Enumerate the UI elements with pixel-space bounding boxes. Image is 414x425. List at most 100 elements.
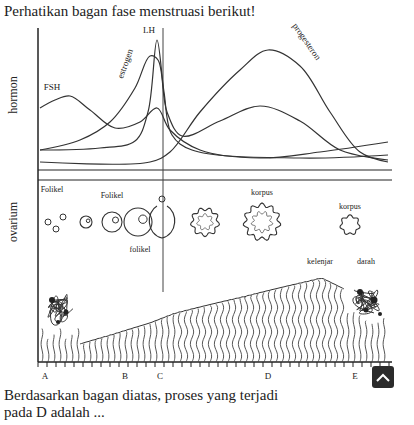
uterine-gland (190, 310, 193, 362)
uterine-gland (184, 311, 187, 362)
uterine-gland (383, 318, 385, 362)
axis-tick (200, 362, 201, 367)
shedding-tissue (48, 294, 73, 325)
hormone-baseline (38, 170, 392, 171)
stage-label: korpus (250, 189, 274, 198)
uterine-gland (328, 283, 331, 362)
uterine-gland (250, 296, 253, 362)
uterine-gland (238, 298, 241, 362)
uterine-gland (286, 287, 289, 362)
axis-tick (83, 362, 84, 367)
endometrium-surface (80, 278, 344, 343)
phase-letter: A (41, 372, 50, 382)
blood-drop (371, 297, 378, 304)
axis-tick (92, 362, 93, 367)
uterine-gland (340, 289, 343, 362)
ovary-row (45, 196, 360, 240)
lh-curve (40, 40, 388, 158)
axis-tick (182, 362, 183, 367)
uterine-gland (196, 308, 199, 362)
stage-label: folikel (129, 246, 152, 255)
axis-tick (371, 362, 372, 367)
stage-label: Folikel (100, 192, 125, 201)
uterine-gland (53, 335, 55, 362)
axis-tick (344, 362, 345, 367)
uterine-gland (359, 316, 361, 362)
phase-letter: C (156, 372, 164, 382)
uterine-gland (137, 328, 139, 362)
corpus-fold (251, 212, 273, 233)
released-ovum (159, 196, 165, 202)
uterine-gland (347, 313, 349, 362)
uterine-gland (274, 290, 277, 362)
title: Perhatikan bagan fase menstruasi berikut… (4, 3, 256, 20)
uterine-gland (71, 335, 73, 362)
phase-letter: B (121, 372, 129, 382)
uterine-gland (65, 339, 67, 362)
axis-tick (191, 362, 192, 367)
uterine-gland (226, 301, 229, 362)
axis-tick (101, 362, 102, 367)
uterine-gland (149, 324, 151, 362)
axis-tick (317, 362, 318, 367)
progesteron-curve (40, 50, 388, 164)
uterine-gland (41, 329, 43, 362)
uterine-gland (292, 285, 295, 362)
uterine-gland (131, 329, 133, 362)
oocyte (139, 215, 147, 223)
corpus-luteum (243, 203, 280, 240)
uterine-gland (280, 288, 283, 362)
axis-tick (146, 362, 147, 367)
primary-follicle (60, 214, 66, 220)
time-axis (38, 361, 392, 363)
phase-letter: D (264, 372, 273, 382)
axis-tick (119, 362, 120, 367)
growing-follicle (102, 212, 122, 232)
uterine-gland (47, 339, 49, 362)
axis-tick (155, 362, 156, 367)
axis-tick (263, 362, 264, 367)
axis-tick (218, 362, 219, 367)
oocyte (113, 217, 119, 223)
primary-follicle (45, 219, 51, 225)
oocyte (86, 219, 90, 223)
hormone-name: FSH (43, 83, 62, 93)
uterine-gland (143, 326, 145, 362)
uterine-gland (107, 337, 109, 362)
axis-tick (299, 362, 300, 367)
axis-tick (110, 362, 111, 367)
axis-tick (290, 362, 291, 367)
ovulating-follicle (149, 206, 174, 238)
axis-tick (38, 362, 39, 367)
axis-tick (272, 362, 273, 367)
axis-title: hormon (7, 75, 20, 114)
axis-tick (164, 362, 165, 367)
axis-tick (209, 362, 210, 367)
phase-letter: E (351, 372, 359, 382)
uterine-gland (304, 283, 307, 362)
uterine-gland (377, 323, 379, 362)
axis-tick (353, 362, 354, 367)
endometrium (41, 278, 385, 362)
axis-tick (236, 362, 237, 367)
shedding-tissue (353, 297, 379, 314)
growing-follicle (80, 216, 92, 228)
uterine-gland (316, 280, 319, 362)
ovulation-line (163, 28, 164, 292)
uterine-gland (208, 306, 211, 362)
axis-tick (326, 362, 327, 367)
uterine-gland (84, 344, 85, 362)
axis-tick (56, 362, 57, 367)
blood-drop (64, 310, 69, 315)
uterine-gland (125, 331, 127, 362)
corpus-fold (197, 214, 213, 230)
uterine-gland (178, 313, 181, 362)
uterine-gland (155, 322, 157, 362)
uterine-gland (214, 304, 217, 362)
blood-drop (49, 297, 55, 303)
axis-tick (254, 362, 255, 367)
axis-tick (227, 362, 228, 367)
axis-tick (362, 362, 363, 367)
part-label: darah (356, 258, 376, 267)
